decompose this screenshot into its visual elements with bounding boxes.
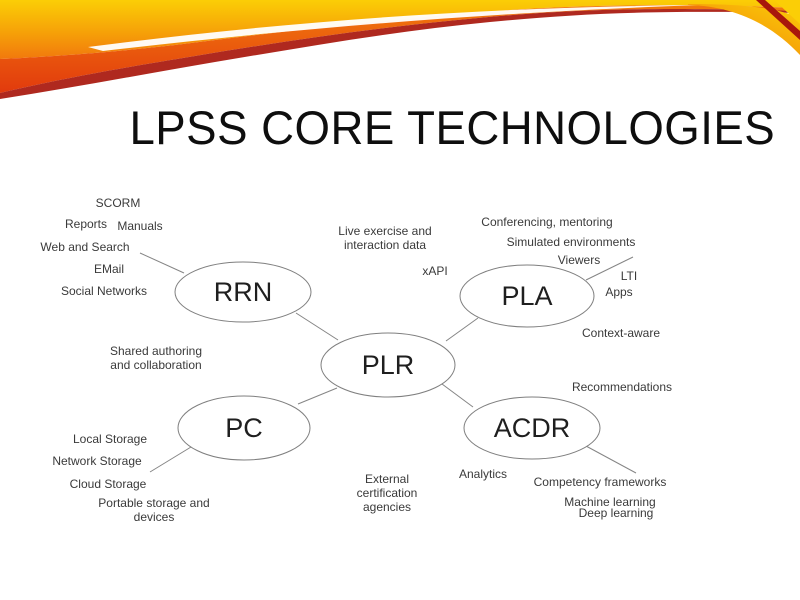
node-pla: PLA: [459, 264, 595, 328]
node-label-pc: PC: [225, 413, 263, 443]
node-plr: PLR: [320, 332, 456, 398]
connector-pla-tail: [585, 256, 634, 281]
node-acdr: ACDR: [463, 396, 601, 460]
slide-title: LPSS CORE TECHNOLOGIES: [129, 101, 776, 154]
connector-pc-tail: [149, 446, 192, 473]
wave-band-dark: [0, 9, 800, 99]
node-ellipse-pc: [177, 395, 311, 461]
connector-plr-acdr: [441, 383, 474, 408]
connector-acdr-tail: [585, 445, 637, 474]
node-rrn: RRN: [174, 261, 312, 323]
connector-rrn-tail: [139, 252, 185, 274]
wave-corner-line: [756, 0, 800, 40]
wave-band-red: [0, 5, 800, 93]
connector-plr-pla: [445, 317, 479, 342]
node-label-acdr: ACDR: [494, 413, 571, 443]
node-label-rrn: RRN: [214, 277, 273, 307]
wave-band-top: [0, 0, 800, 59]
node-pc: PC: [177, 395, 311, 461]
wave-corner-triangle: [774, 0, 800, 24]
node-ellipse-pla: [459, 264, 595, 328]
node-ellipse-acdr: [463, 396, 601, 460]
node-ellipse-rrn: [174, 261, 312, 323]
wave-corner-wedge: [688, 4, 800, 55]
connector-plr-pc: [297, 387, 338, 405]
connector-plr-rrn: [295, 312, 339, 341]
node-label-pla: PLA: [501, 281, 552, 311]
node-ellipse-plr: [320, 332, 456, 398]
header-wave-decoration: [0, 0, 800, 99]
node-label-plr: PLR: [362, 350, 415, 380]
